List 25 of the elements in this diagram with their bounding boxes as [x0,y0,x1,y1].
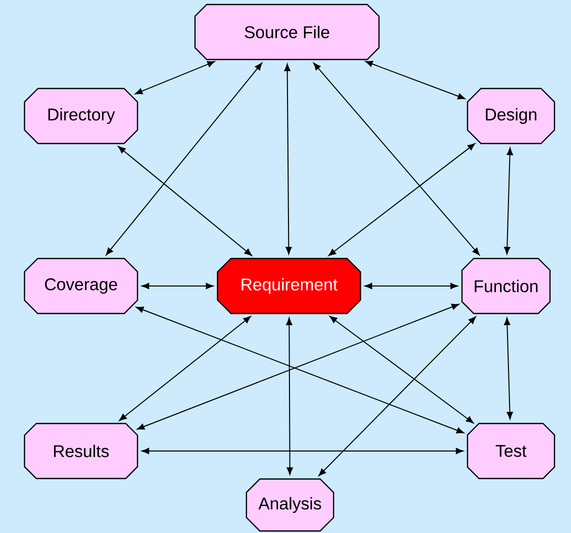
double-arrow [134,61,215,94]
double-arrow [142,448,464,454]
rounded-box: Directory [24,88,138,144]
double-arrow [119,316,251,421]
double-arrow [504,318,513,420]
double-arrow [106,62,262,256]
double-arrow [284,64,292,254]
double-arrow [318,316,476,476]
double-arrow [286,318,293,475]
double-arrow [364,282,458,290]
rounded-box: Source File [194,4,380,60]
rounded-box: Design [466,88,556,144]
double-arrow [330,316,474,424]
rounded-box: Results [24,422,138,480]
rounded-box: Test [466,422,556,480]
double-arrow [118,146,252,256]
rounded-box: Analysis [246,478,334,532]
double-arrow [365,60,466,100]
rounded-box: Function [461,258,551,314]
double-arrow [328,143,476,256]
rounded-box: Coverage [24,258,138,314]
double-arrow [504,148,513,254]
double-arrow [142,282,214,290]
requirement-node: Requirement [216,258,362,314]
double-arrow [313,62,480,256]
